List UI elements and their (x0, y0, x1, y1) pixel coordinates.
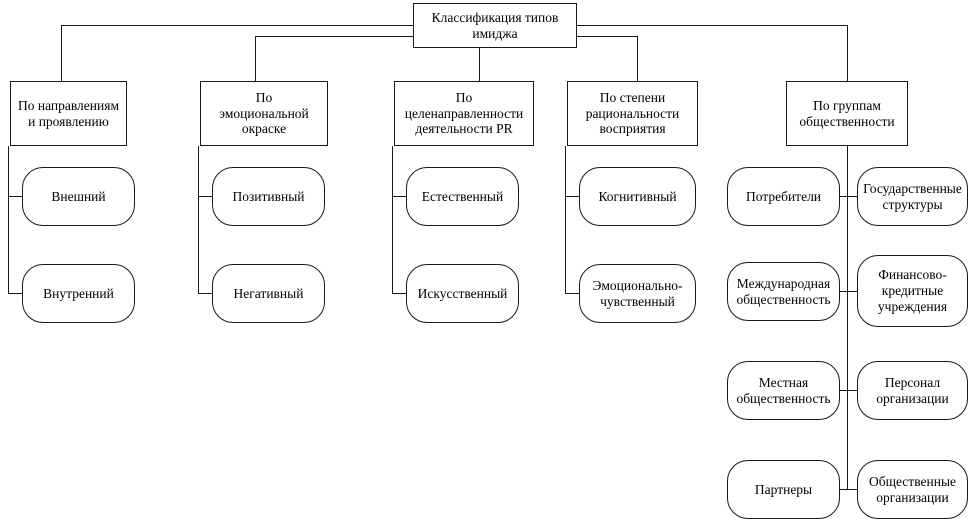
leaf-branch-5-left-4[interactable]: Партнеры (727, 460, 840, 519)
connector-drop-branch-4 (637, 36, 638, 81)
branch-header-2[interactable]: По эмоциональной окраске (200, 81, 328, 146)
leaf-branch-5-right-1[interactable]: Государственные структуры (857, 167, 968, 226)
leaf-branch-3-child-1[interactable]: Естественный (406, 167, 519, 226)
leaf-branch-1-child-2[interactable]: Внутренний (22, 264, 135, 323)
spine-branch-5 (847, 146, 848, 489)
leaf-branch-4-child-2[interactable]: Эмоционально- чувственный (579, 264, 696, 323)
connector-root-right-upper (577, 25, 848, 26)
stub-branch-1-child-2 (8, 293, 22, 294)
stub-branch-5-right-3 (847, 390, 858, 391)
connector-root-left-upper (61, 25, 413, 26)
stub-branch-5-left-4 (839, 489, 848, 490)
stub-branch-5-left-3 (839, 390, 848, 391)
stub-branch-3-child-2 (392, 293, 406, 294)
leaf-branch-5-left-1[interactable]: Потребители (727, 167, 840, 226)
stub-branch-2-child-1 (198, 196, 212, 197)
leaf-branch-3-child-2[interactable]: Искусственный (406, 264, 519, 323)
stub-branch-1-child-1 (8, 196, 22, 197)
connector-root-left-lower (255, 36, 413, 37)
stub-branch-4-child-1 (565, 196, 579, 197)
branch-header-3[interactable]: По целенаправленности деятельности PR (394, 81, 534, 146)
stub-branch-5-right-4 (847, 489, 858, 490)
stub-branch-4-child-2 (565, 293, 579, 294)
leaf-branch-2-child-1[interactable]: Позитивный (212, 167, 325, 226)
leaf-branch-5-right-3[interactable]: Персонал организации (857, 361, 968, 420)
spine-branch-4 (565, 146, 566, 294)
spine-branch-2 (198, 146, 199, 294)
stub-branch-5-left-2 (839, 291, 848, 292)
root-node[interactable]: Классификация типов имиджа (413, 3, 577, 48)
branch-header-1[interactable]: По направлениям и проявлению (10, 81, 127, 146)
leaf-branch-5-left-3[interactable]: Местная общественность (727, 361, 840, 420)
connector-drop-branch-5 (847, 25, 848, 81)
branch-header-4[interactable]: По степени рациональности восприятия (567, 81, 698, 146)
connector-drop-branch-1 (61, 25, 62, 81)
connector-root-right-lower (577, 36, 638, 37)
leaf-branch-1-child-1[interactable]: Внешний (22, 167, 135, 226)
leaf-branch-5-left-2[interactable]: Международная общественность (727, 262, 840, 321)
leaf-branch-4-child-1[interactable]: Когнитивный (579, 167, 696, 226)
leaf-branch-5-right-4[interactable]: Общественные организации (857, 460, 968, 519)
stub-branch-5-right-2 (847, 291, 858, 292)
branch-header-5[interactable]: По группам общественности (786, 81, 908, 146)
stub-branch-3-child-1 (392, 196, 406, 197)
stub-branch-2-child-2 (198, 293, 212, 294)
connector-root-to-branch-3 (479, 48, 480, 81)
spine-branch-1 (8, 146, 9, 294)
connector-drop-branch-2 (255, 36, 256, 81)
leaf-branch-2-child-2[interactable]: Негативный (212, 264, 325, 323)
stub-branch-5-right-1 (847, 196, 858, 197)
spine-branch-3 (392, 146, 393, 294)
leaf-branch-5-right-2[interactable]: Финансово- кредитные учреждения (857, 255, 968, 327)
stub-branch-5-left-1 (839, 196, 848, 197)
